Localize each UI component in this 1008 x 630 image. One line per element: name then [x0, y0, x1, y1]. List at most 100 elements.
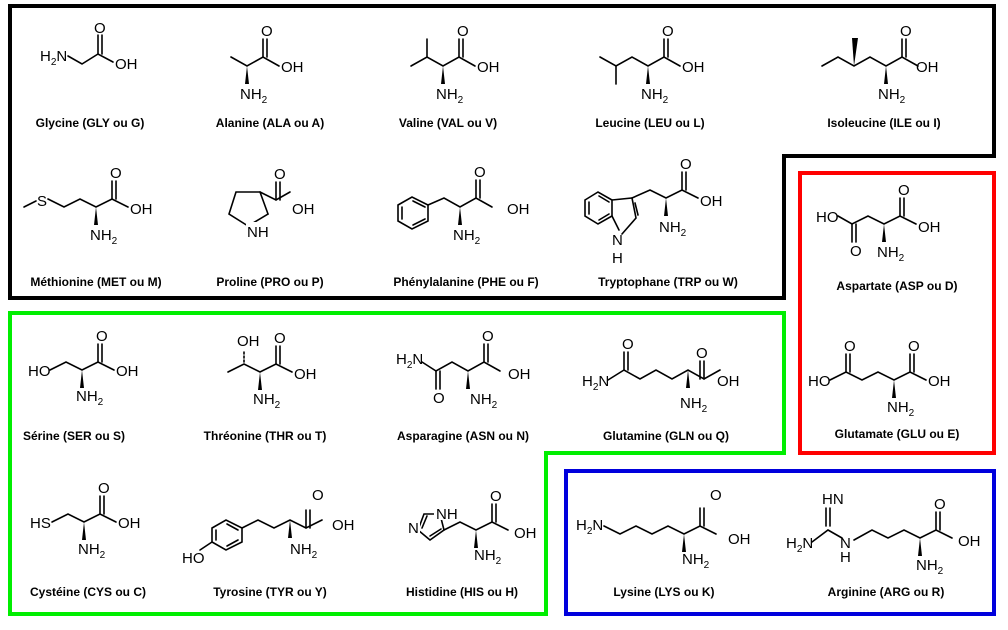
molecule-asparagine: H2N O O OH NH2	[396, 328, 531, 411]
name-asparagine: Asparagine (ASN ou N)	[397, 429, 529, 443]
molecule-phenylalanine: O OH NH2	[397, 164, 530, 247]
atom-label: O	[312, 487, 324, 504]
atom-label: OH	[700, 193, 723, 210]
atom-label: O	[934, 496, 946, 513]
atom-label: O	[490, 488, 502, 505]
atom-label: HO	[182, 550, 205, 567]
atom-label: S	[37, 193, 47, 210]
atom-label: OH	[294, 366, 317, 383]
atom-label: HN	[822, 491, 844, 508]
name-glutamate: Glutamate (GLU ou E)	[835, 427, 960, 441]
atom-label: NH2	[470, 391, 498, 411]
atom-label: OH	[477, 59, 500, 76]
atom-label: OH	[281, 59, 304, 76]
molecule-glutamate: HO O O OH NH2	[808, 338, 951, 419]
atom-label: NH2	[76, 388, 104, 408]
atom-label: O	[898, 182, 910, 199]
molecule-serine: HO O OH NH2	[28, 328, 139, 408]
atom-label: OH	[116, 363, 139, 380]
atom-label: O	[261, 23, 273, 40]
molecule-leucine: O OH NH2	[599, 23, 705, 106]
name-aspartate: Aspartate (ASP ou D)	[836, 279, 957, 293]
atom-label: O	[433, 390, 445, 407]
atom-label: OH	[514, 525, 537, 542]
name-alanine: Alanine (ALA ou A)	[216, 116, 324, 130]
atom-label: HO	[816, 209, 839, 226]
atom-label: OH	[292, 201, 315, 218]
name-lysine: Lysine (LYS ou K)	[613, 585, 714, 599]
name-cysteine: Cystéine (CYS ou C)	[30, 585, 146, 599]
atom-label: HO	[808, 373, 831, 390]
atom-label: NH2	[78, 541, 106, 561]
atom-label: OH	[728, 531, 751, 548]
molecule-methionine: S O OH NH2	[23, 165, 153, 247]
atom-label: OH	[237, 333, 260, 350]
group-frame-acidic	[798, 171, 996, 455]
name-valine: Valine (VAL ou V)	[399, 116, 497, 130]
atom-label: O	[680, 156, 692, 173]
atom-label: NH2	[453, 227, 481, 247]
name-histidine: Histidine (HIS ou H)	[406, 585, 518, 599]
molecule-histidine: O OH NH2 NH N	[408, 488, 537, 567]
name-arginine: Arginine (ARG ou R)	[828, 585, 945, 599]
atom-label: NH2	[436, 86, 464, 106]
atom-label: OH	[115, 56, 138, 73]
atom-label: NH2	[877, 244, 905, 264]
atom-label: O	[482, 328, 494, 345]
atom-label: NH2	[240, 86, 268, 106]
molecule-glycine: H2N O OH	[40, 20, 138, 73]
group-frame-basic	[564, 469, 996, 616]
atom-label: O	[94, 20, 106, 37]
atom-label: NH	[247, 224, 269, 241]
atom-label: OH	[118, 515, 141, 532]
name-phenylalanine: Phénylalanine (PHE ou F)	[393, 275, 538, 289]
molecule-glutamine: H2N O O OH NH2	[582, 336, 740, 415]
atom-label: NH2	[253, 391, 281, 411]
atom-label: O	[696, 345, 708, 362]
name-proline: Proline (PRO ou P)	[216, 275, 323, 289]
atom-label: O	[274, 166, 286, 183]
molecule-arginine: HN H2N N H O OH NH2	[786, 491, 981, 577]
atom-label: NH2	[887, 399, 915, 419]
atom-label: H2N	[40, 48, 67, 68]
molecule-isoleucine: O OH NH2	[821, 23, 939, 106]
atom-label: O	[710, 487, 722, 504]
atom-label: H2N	[582, 373, 609, 393]
atom-label: O	[662, 23, 674, 40]
atom-label: O	[908, 338, 920, 355]
atom-label: NH2	[682, 551, 710, 571]
molecule-threonine: OH O OH NH2	[227, 330, 317, 411]
molecule-lysine: H2N O OH NH2	[576, 487, 751, 571]
name-glutamine: Glutamine (GLN ou Q)	[603, 429, 729, 443]
atom-label: NH2	[916, 557, 944, 577]
molecule-aspartate: HO O O OH NH2	[816, 182, 941, 264]
atom-label: H2N	[786, 535, 813, 555]
name-tryptophane: Tryptophane (TRP ou W)	[598, 275, 738, 289]
atom-label: HS	[30, 515, 51, 532]
atom-label: NH	[436, 506, 458, 523]
atom-label: OH	[717, 373, 740, 390]
atom-label: O	[622, 336, 634, 353]
atom-label: NH2	[659, 219, 687, 239]
molecule-tyrosine: HO O OH NH2	[182, 487, 355, 567]
atom-label: O	[98, 480, 110, 497]
atom-label: N	[612, 232, 623, 249]
atom-label: NH2	[878, 86, 906, 106]
atom-label: NH2	[90, 227, 118, 247]
name-isoleucine: Isoleucine (ILE ou I)	[827, 116, 940, 130]
atom-label: H	[612, 250, 623, 267]
atom-label: OH	[958, 533, 981, 550]
atom-label: O	[457, 23, 469, 40]
name-methionine: Méthionine (MET ou M)	[30, 275, 161, 289]
molecule-tryptophane: O OH NH2 N H	[584, 156, 723, 267]
name-tyrosine: Tyrosine (TYR ou Y)	[213, 585, 327, 599]
name-glycine: Glycine (GLY ou G)	[36, 116, 145, 130]
molecule-cysteine: HS O OH NH2	[30, 480, 141, 561]
atom-label: O	[474, 164, 486, 181]
atom-label: OH	[916, 59, 939, 76]
atom-label: N	[840, 535, 851, 552]
atom-label: H2N	[396, 351, 423, 371]
atom-label: O	[274, 330, 286, 347]
atom-label: OH	[332, 517, 355, 534]
atom-label: NH2	[641, 86, 669, 106]
